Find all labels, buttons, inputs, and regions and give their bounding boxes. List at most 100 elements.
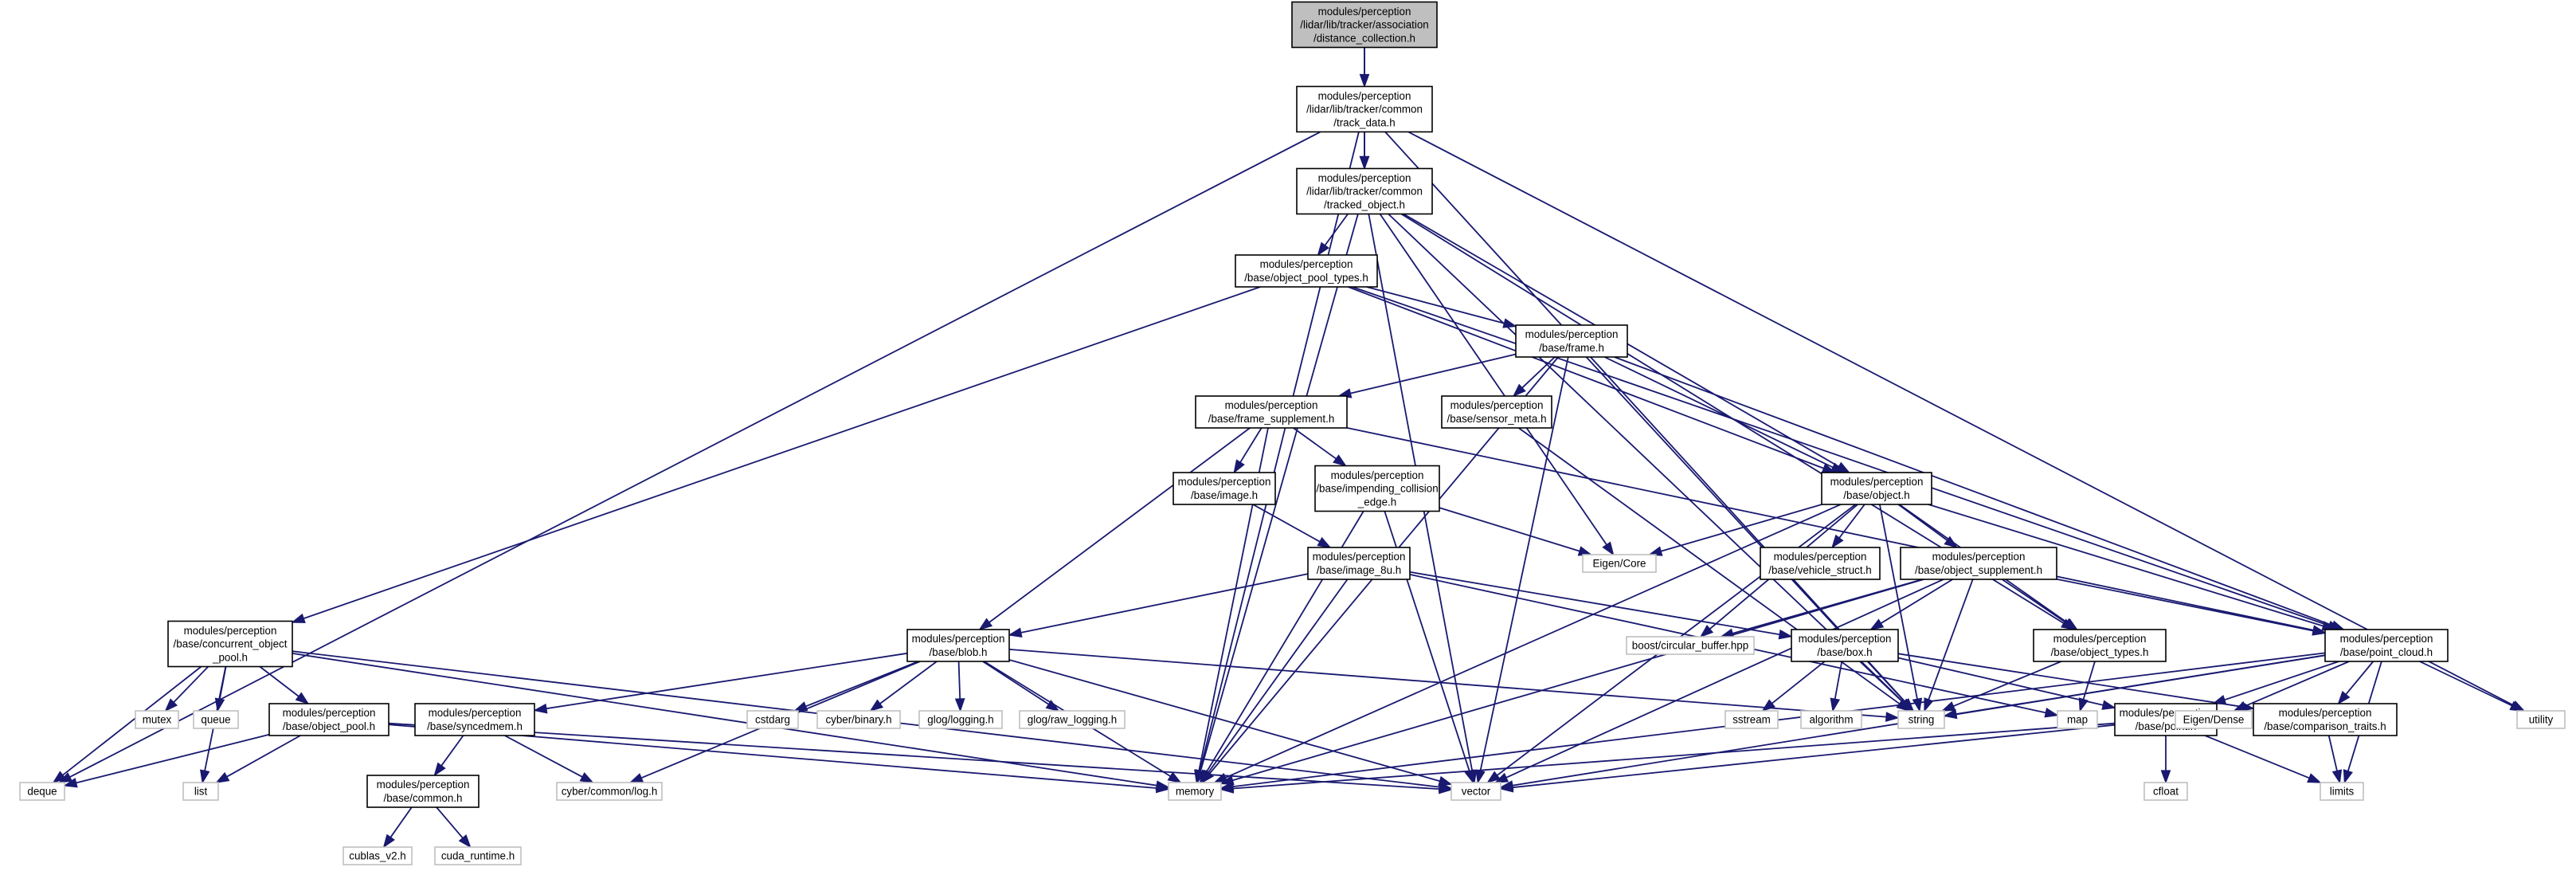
edge-line <box>1008 649 1887 718</box>
edge-line <box>1771 661 1826 704</box>
edge-arrowhead <box>1885 712 1900 722</box>
node-point_cloud[interactable]: modules/perception/base/point_cloud.h <box>2324 629 2449 662</box>
node-label-line: modules/perception <box>184 625 277 637</box>
edge-tracked_object-to-object_pool_types <box>1317 213 1349 257</box>
node-syncedmem[interactable]: modules/perception/base/syncedmem.h <box>414 703 535 736</box>
edge-point-to-vector <box>1499 724 2116 793</box>
edge-arrowhead <box>628 773 644 783</box>
edge-arrowhead <box>63 778 78 788</box>
edge-arrowhead <box>1167 771 1182 783</box>
node-label-line: modules/perception <box>1318 90 1411 102</box>
node-track_data[interactable]: modules/perception/lidar/lib/tracker/com… <box>1296 85 1433 133</box>
node-object[interactable]: modules/perception/base/object.h <box>1821 472 1932 505</box>
node-box <box>182 782 219 801</box>
edge-arrowhead <box>869 699 884 712</box>
node-label-line: /base/object_supplement.h <box>1915 564 2042 576</box>
node-box <box>1626 636 1755 655</box>
node-box <box>906 629 1010 662</box>
edge-line <box>1879 504 1918 700</box>
node-sensor_meta[interactable]: modules/perception/base/sensor_meta.h <box>1441 395 1552 429</box>
edge-arrowhead <box>2312 626 2327 636</box>
edge-line <box>1200 214 1359 771</box>
node-cyber_log: cyber/common/log.h <box>556 782 663 801</box>
node-list: list <box>182 782 219 801</box>
edge-arrowhead <box>1912 697 1923 712</box>
edge-syncedmem-to-common <box>433 735 464 777</box>
edge-image_8u-to-blob <box>1008 573 1309 638</box>
node-vector: vector <box>1450 782 1501 801</box>
edge-point-to-cfloat <box>2160 736 2171 784</box>
node-object_supplement[interactable]: modules/perception/base/object_supplemen… <box>1900 547 2057 580</box>
edge-image-to-image_8u <box>1252 504 1332 548</box>
node-label-line: /lidar/lib/tracker/association <box>1300 19 1429 31</box>
edge-arrowhead <box>1499 782 1514 793</box>
edge-arrowhead <box>533 703 548 714</box>
node-label-line: modules/perception <box>1318 6 1411 18</box>
node-label-line: cyber/common/log.h <box>562 786 658 798</box>
node-glog_logging: glog/logging.h <box>918 710 1003 729</box>
edge-line <box>2345 661 2374 695</box>
node-cfloat: cfloat <box>2143 782 2188 801</box>
node-common[interactable]: modules/perception/base/common.h <box>366 775 480 808</box>
node-label-line: modules/perception <box>283 707 376 719</box>
edge-frame_supplement-to-image <box>1233 427 1263 474</box>
node-label-line: modules/perception <box>912 633 1005 645</box>
node-box <box>1296 167 1433 215</box>
edge-concurrent_object_pool-to-object_pool <box>259 665 310 705</box>
node-box <box>556 782 663 801</box>
edge-arrowhead <box>1940 701 1956 712</box>
edge-arrowhead <box>2509 700 2524 712</box>
node-frame_supplement[interactable]: modules/perception/base/frame_supplement… <box>1195 395 1348 429</box>
node-algorithm: algorithm <box>1800 710 1862 729</box>
node-box <box>1791 629 1899 662</box>
edge-line <box>1897 653 2242 708</box>
edge-point_cloud-to-comparison_traits <box>2337 661 2374 705</box>
node-box <box>1441 395 1552 429</box>
edge-line <box>982 661 1049 705</box>
node-label-line: /distance_collection.h <box>1313 32 1415 44</box>
node-image_8u[interactable]: modules/perception/base/image_8u.h <box>1307 547 1411 580</box>
node-eigen_dense: Eigen/Dense <box>2175 710 2253 729</box>
edge-line <box>1439 507 1580 552</box>
edge-object_pool-to-list <box>215 735 301 783</box>
node-distance_collection[interactable]: modules/perception/lidar/lib/tracker/ass… <box>1291 1 1438 49</box>
node-image[interactable]: modules/perception/base/image.h <box>1173 472 1276 505</box>
edge-arrowhead <box>164 698 178 712</box>
node-impending_collision_edge[interactable]: modules/perception/base/impending_collis… <box>1314 465 1440 512</box>
edge-line <box>69 131 1321 778</box>
node-box <box>1760 547 1881 580</box>
edge-arrowhead <box>1200 769 1213 784</box>
node-object_pool_types[interactable]: modules/perception/base/object_pool_type… <box>1235 254 1378 288</box>
node-label-line: modules/perception <box>2340 633 2433 645</box>
node-label-line: Eigen/Dense <box>2183 714 2245 726</box>
node-object_pool[interactable]: modules/perception/base/object_pool.h <box>268 703 390 736</box>
edge-object_supplement-to-memory <box>1219 579 1924 786</box>
edge-arrowhead <box>1475 769 1486 784</box>
edge-line <box>1324 213 1349 246</box>
edge-box-to-point <box>1897 657 2116 710</box>
node-label-line: /base/object_types.h <box>2051 646 2149 658</box>
node-box <box>414 703 535 736</box>
node-comparison_traits[interactable]: modules/perception/base/comparison_trait… <box>2253 703 2398 736</box>
edge-object_types-to-string <box>1940 661 2062 712</box>
edge-object_pool-to-vector <box>388 722 1453 794</box>
node-blob[interactable]: modules/perception/base/blob.h <box>906 629 1010 662</box>
edge-line <box>1232 579 1924 782</box>
node-label-line: cublas_v2.h <box>349 850 405 862</box>
node-label-line: modules/perception <box>2053 633 2147 645</box>
node-box[interactable]: modules/perception/base/box.h <box>1791 629 1899 662</box>
edge-line <box>1860 661 1905 704</box>
node-concurrent_object_pool[interactable]: modules/perception/base/concurrent_objec… <box>167 620 293 668</box>
edge-line <box>1366 286 1505 324</box>
node-label-line: glog/logging.h <box>927 714 993 726</box>
edge-object_pool-to-deque <box>63 733 270 788</box>
node-object_types[interactable]: modules/perception/base/object_types.h <box>2033 629 2167 662</box>
node-frame[interactable]: modules/perception/base/frame.h <box>1515 324 1628 358</box>
edge-impending_collision_edge-to-eigen_core <box>1439 507 1593 556</box>
node-vehicle_struct[interactable]: modules/perception/base/vehicle_struct.h <box>1760 547 1881 580</box>
node-box <box>918 710 1003 729</box>
node-memory: memory <box>1168 782 1222 801</box>
edge-object_pool_types-to-frame <box>1366 286 1517 328</box>
node-tracked_object[interactable]: modules/perception/lidar/lib/tracker/com… <box>1296 167 1433 215</box>
edge-arrowhead <box>1602 541 1615 556</box>
